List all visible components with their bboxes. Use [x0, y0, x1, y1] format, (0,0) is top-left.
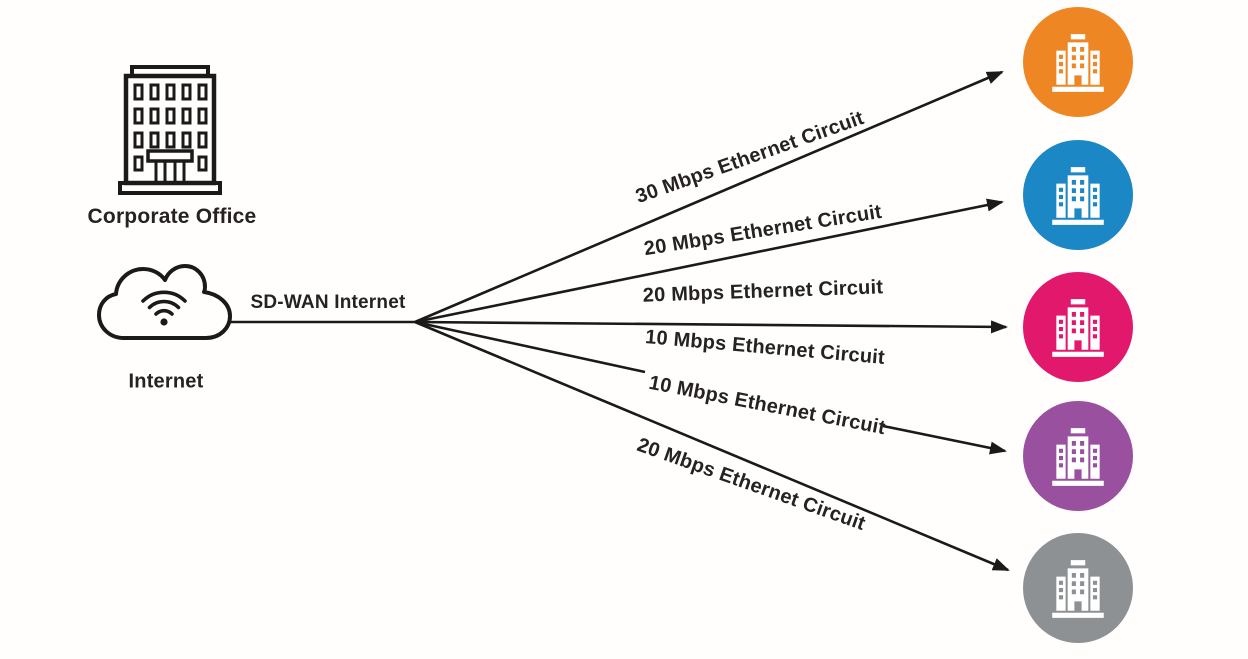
building-icon: [1045, 294, 1111, 360]
branch-office-5: [1023, 533, 1133, 643]
circuit-line-4-segment-a: [414, 320, 646, 374]
branch-office-3: [1023, 272, 1133, 382]
wifi-icon: [141, 290, 187, 326]
sdwan-internet-label: SD-WAN Internet: [250, 292, 406, 313]
branch-office-2: [1023, 140, 1133, 250]
circuit-line-2: [414, 198, 1004, 324]
circuit-line-4-segment-b: [882, 424, 1007, 455]
internet-cloud-icon: [97, 264, 232, 340]
internet-label: Internet: [128, 370, 204, 393]
circuit-line-1: [414, 70, 1004, 324]
building-icon: [1045, 162, 1111, 228]
corporate-office-icon: [118, 65, 222, 195]
building-icon: [1045, 555, 1111, 621]
circuit-line-5: [414, 320, 1010, 572]
branch-office-1: [1023, 7, 1133, 117]
cloud-outline: [97, 264, 232, 340]
circuit-line-3: [414, 320, 1008, 334]
branch-office-4: [1023, 401, 1133, 511]
building-icon: [1045, 29, 1111, 95]
building-icon: [1045, 423, 1111, 489]
corporate-office-label: Corporate Office: [87, 205, 257, 228]
